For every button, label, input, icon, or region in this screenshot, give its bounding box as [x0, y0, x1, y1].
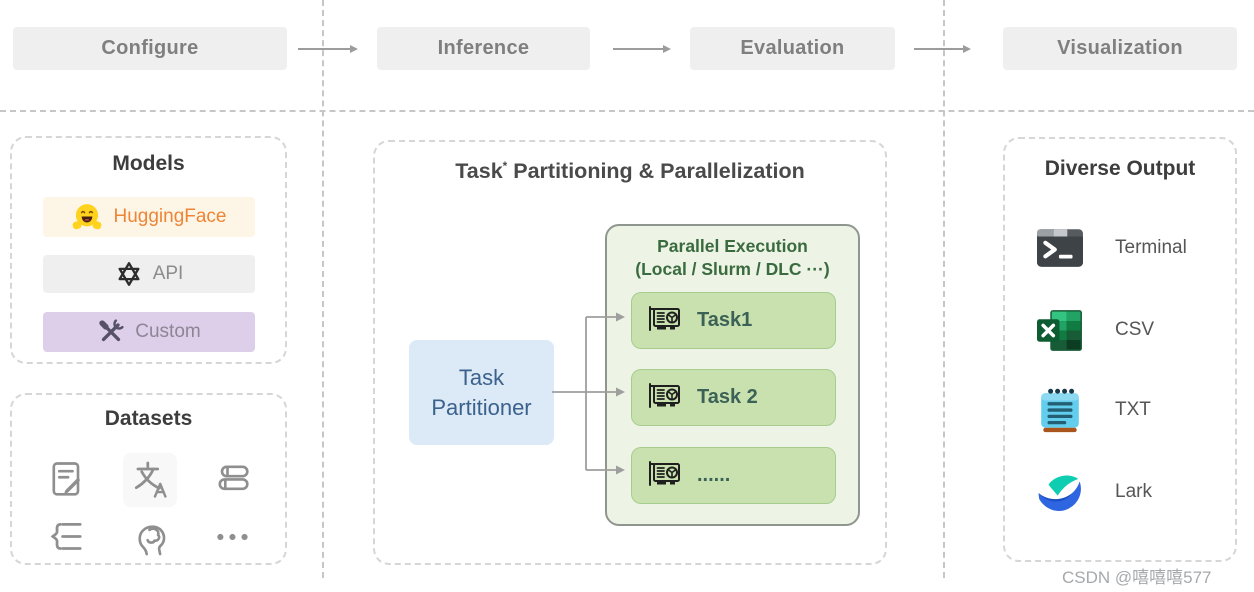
stage-inference-label: Inference	[437, 37, 530, 59]
stage-configure: Configure	[13, 27, 287, 70]
model-item-custom-label: Custom	[135, 321, 201, 342]
knowledge-head-icon	[128, 515, 172, 559]
gpu-icon	[646, 382, 683, 413]
exam-paper-icon	[45, 458, 89, 502]
stage-visualization-label: Visualization	[1057, 37, 1183, 59]
gpu-icon	[646, 305, 683, 336]
models-panel-title: Models	[112, 152, 185, 175]
output-item-csv-label: CSV	[1115, 319, 1155, 340]
arrow-inference-to-evaluation	[613, 45, 671, 53]
translation-icon-bg	[123, 453, 177, 507]
output-item-txt: TXT	[1035, 385, 1151, 435]
task-box-2: Task 2	[631, 369, 836, 426]
model-item-custom: Custom	[43, 312, 255, 352]
outline-tree-icon	[45, 515, 89, 559]
books-icon	[211, 458, 255, 502]
translation-icon	[128, 458, 172, 502]
column-divider-left	[322, 0, 324, 578]
notepad-icon	[1035, 385, 1085, 435]
gpu-icon	[646, 460, 683, 491]
datasets-panel-title: Datasets	[104, 407, 193, 430]
models-panel: Models HuggingFace	[10, 136, 287, 364]
task-box-1-label: Task1	[697, 309, 753, 331]
arrow-evaluation-to-visualization	[914, 45, 971, 53]
output-item-terminal-label: Terminal	[1115, 237, 1187, 258]
parallel-execution-title: Parallel Execution (Local / Slurm / DLC …	[635, 236, 830, 279]
arrow-configure-to-inference	[298, 45, 358, 53]
tools-icon	[97, 318, 125, 346]
output-item-terminal: Terminal	[1035, 223, 1187, 273]
task-box-1: Task1	[631, 292, 836, 349]
output-panel-title: Diverse Output	[1044, 157, 1196, 180]
task-partitioner-box: Task Partitioner	[409, 340, 554, 445]
excel-icon	[1035, 305, 1085, 355]
output-panel: Diverse Output Terminal	[1003, 137, 1237, 562]
pipeline-divider	[0, 110, 1254, 112]
column-divider-right	[943, 0, 945, 578]
model-item-api: API	[43, 255, 255, 293]
stage-inference: Inference	[377, 27, 590, 70]
model-item-api-label: API	[152, 263, 184, 284]
model-item-huggingface-label: HuggingFace	[113, 206, 227, 227]
task-partitioner-line1: Task	[458, 365, 505, 391]
hugging-face-icon	[71, 202, 103, 232]
terminal-icon	[1035, 223, 1085, 273]
model-item-huggingface: HuggingFace	[43, 197, 255, 237]
stage-evaluation-label: Evaluation	[740, 37, 845, 59]
stage-configure-label: Configure	[101, 37, 199, 59]
output-item-lark-label: Lark	[1115, 481, 1152, 502]
partition-panel: Task* Partitioning & Parallelization Tas…	[373, 140, 887, 565]
output-item-csv: CSV	[1035, 305, 1154, 355]
output-item-lark: Lark	[1035, 467, 1152, 517]
task-box-2-label: Task 2	[697, 386, 758, 408]
partition-panel-title: Task* Partitioning & Parallelization	[455, 159, 805, 184]
task-partitioner-line2: Partitioner	[431, 394, 532, 420]
parallel-execution-box: Parallel Execution (Local / Slurm / DLC …	[605, 224, 860, 526]
lark-icon	[1035, 467, 1085, 517]
ellipsis-icon	[211, 515, 255, 559]
task-box-more-label: ......	[697, 464, 731, 486]
watermark: CSDN @嘻嘻嘻577	[1062, 568, 1212, 587]
task-box-more: ......	[631, 447, 836, 504]
stage-visualization: Visualization	[1003, 27, 1237, 70]
openai-icon	[115, 260, 143, 288]
stage-evaluation: Evaluation	[690, 27, 895, 70]
datasets-panel: Datasets	[10, 393, 287, 565]
partitioner-branch-arrows	[552, 312, 625, 475]
output-item-txt-label: TXT	[1115, 399, 1151, 420]
